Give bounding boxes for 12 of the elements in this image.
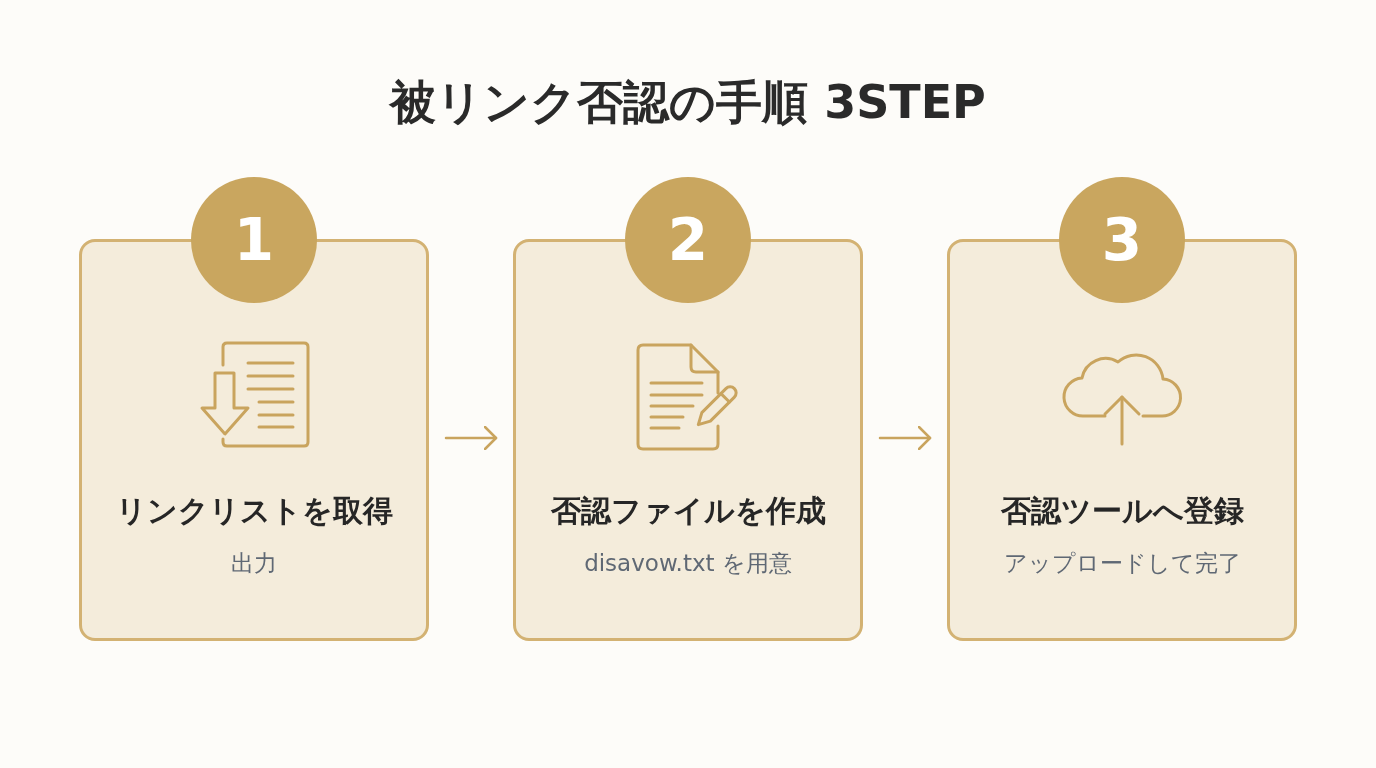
step-number-circle: 3 xyxy=(1059,177,1185,303)
step-heading: 否認ツールへ登録 xyxy=(1000,492,1244,530)
step-description: 出力 xyxy=(231,549,277,578)
arrow xyxy=(878,425,932,451)
step-description: disavow.txt を用意 xyxy=(584,549,792,578)
title: 被リンク否認の手順 3STEP xyxy=(390,74,986,131)
step-number-circle: 2 xyxy=(625,177,751,303)
arrow xyxy=(444,425,498,451)
step-number-circle: 1 xyxy=(191,177,317,303)
step-heading: リンクリストを取得 xyxy=(115,492,393,530)
step-description: アップロードして完了 xyxy=(1003,549,1241,578)
step-heading: 否認ファイルを作成 xyxy=(550,492,826,530)
